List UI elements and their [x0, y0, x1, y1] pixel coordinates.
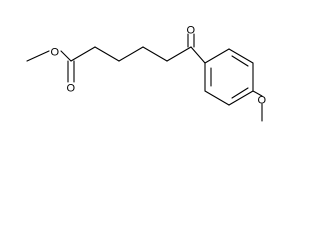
- ester-ether-oxygen-label: O: [51, 47, 60, 59]
- ester-carbonyl-oxygen-label: O: [67, 83, 76, 95]
- chain-bond-1: [70, 46, 96, 62]
- chain-bond-4: [142, 46, 168, 62]
- methyl-to-ester-oxygen-bond: [26, 50, 50, 62]
- ring-bond-1: [204, 48, 230, 64]
- ring-inner-double-bond-1: [231, 55, 249, 67]
- ester-oxygen-to-carbonyl-bond: [60, 50, 72, 62]
- methoxy-oxygen-label: O: [258, 95, 267, 107]
- chain-bond-5: [166, 46, 192, 62]
- ketone-oxygen-label: O: [187, 25, 196, 37]
- chain-bond-2: [94, 46, 120, 62]
- ring-bond-4: [228, 90, 254, 106]
- molecule-canvas: O O O O: [26, 24, 267, 122]
- ring-inner-double-bond-2: [231, 87, 249, 99]
- ring-to-methoxy-oxygen-bond: [252, 90, 263, 97]
- carbonyl-to-ring-bond: [190, 46, 206, 64]
- ring-bond-2: [228, 48, 254, 64]
- chain-bond-3: [118, 46, 144, 62]
- structure-diagram: O O O O: [26, 25, 267, 122]
- ring-bond-5: [204, 90, 230, 106]
